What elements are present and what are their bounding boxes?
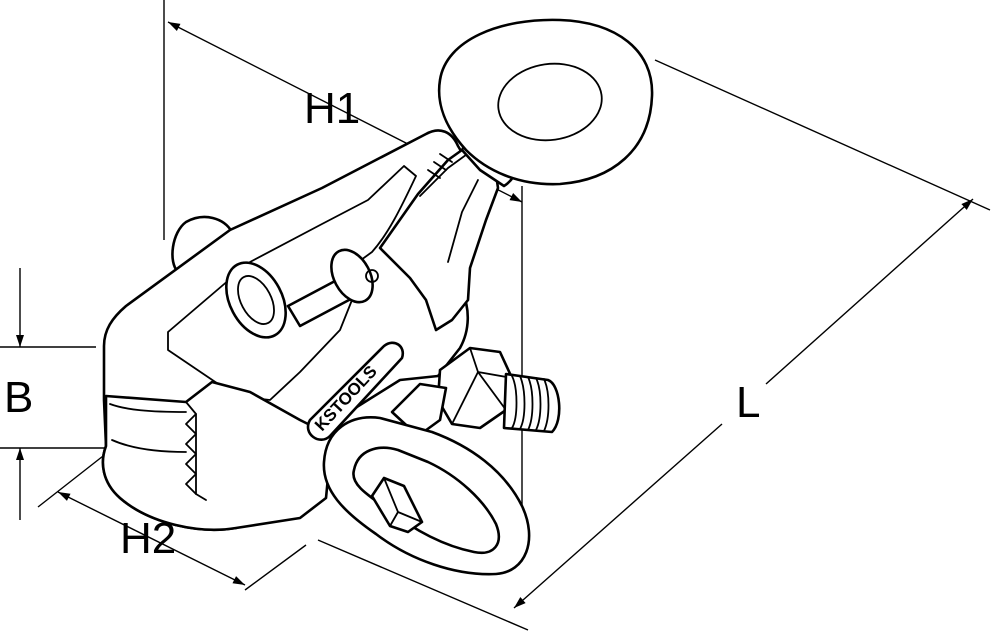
lever-arm-ridge: [419, 151, 479, 263]
jaw-groove: [109, 403, 187, 453]
swivel-block-edge: [383, 477, 423, 527]
c-frame-opening: [167, 165, 417, 401]
pin-collar: [330, 248, 374, 304]
bolt-threads: [511, 375, 550, 432]
lever-arm: [378, 138, 500, 332]
eyelet-hole: [497, 62, 603, 142]
pin-head-inner: [237, 275, 275, 325]
l-label: L: [736, 378, 760, 427]
l-extension-top: [654, 59, 991, 211]
h2-extension-left: [37, 448, 113, 508]
l-dimension-line-lower: [513, 423, 723, 609]
pin-head: [225, 261, 287, 339]
h2-dimension-line: [57, 491, 246, 586]
jaw-teeth: [185, 401, 197, 495]
logo-plate: [306, 341, 405, 441]
b-label: B: [4, 373, 33, 422]
lever-serrations: [427, 153, 453, 179]
eyelet-ring: [437, 18, 654, 186]
small-screw-hole: [365, 269, 379, 283]
h2-extension-right: [244, 544, 307, 591]
l-extension-bottom: [317, 539, 529, 631]
l-dimension-line-upper: [765, 198, 974, 385]
jaw-face-line: [195, 413, 207, 501]
h1-label: H1: [304, 84, 360, 133]
clamp-body: KSTOOLS: [101, 18, 654, 576]
